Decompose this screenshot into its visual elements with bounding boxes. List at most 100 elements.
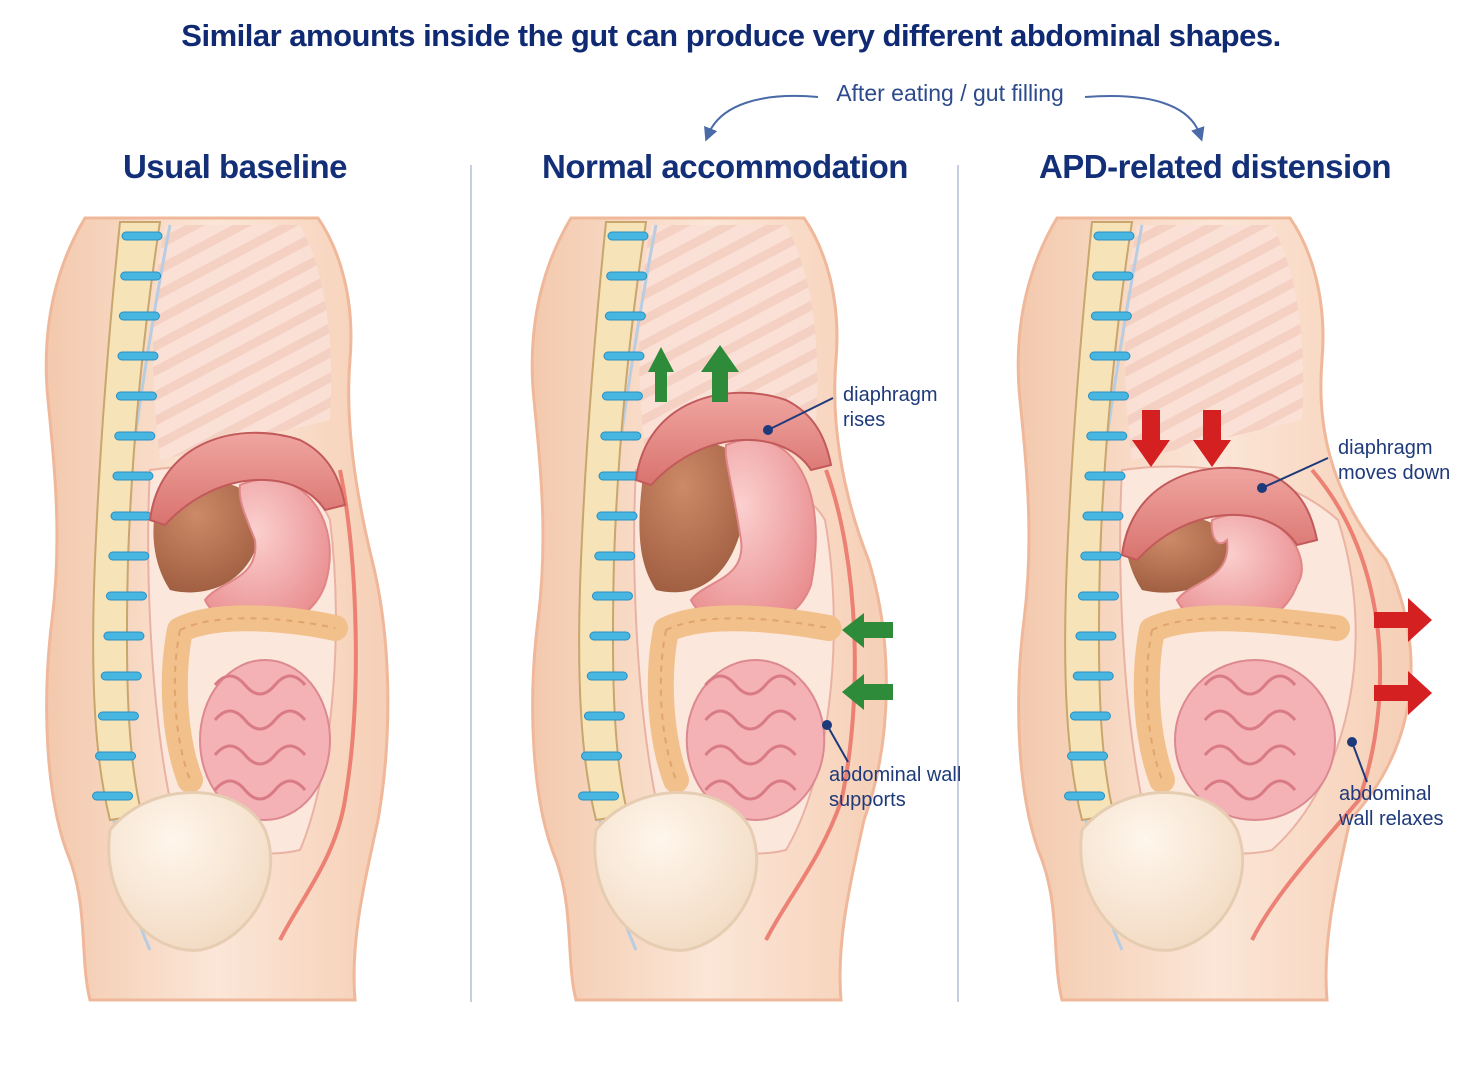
abdominal-wall bbox=[278, 469, 358, 941]
bowel-loop bbox=[704, 744, 797, 766]
intervertebral-disc bbox=[1086, 431, 1128, 441]
pelvic-bone bbox=[1079, 791, 1245, 952]
callout-dot bbox=[822, 720, 832, 730]
torso-normal bbox=[530, 216, 888, 1002]
intervertebral-disc bbox=[601, 391, 643, 401]
diaphragm bbox=[634, 391, 833, 487]
intervertebral-disc bbox=[1069, 711, 1111, 721]
intervertebral-disc bbox=[1064, 791, 1106, 801]
intervertebral-disc bbox=[1087, 391, 1129, 401]
bowel-loop bbox=[213, 744, 307, 766]
intervertebral-disc bbox=[604, 311, 646, 321]
intervertebral-disc bbox=[591, 591, 633, 601]
panel-title-apd: APD-related distension bbox=[1038, 148, 1392, 185]
intervertebral-disc bbox=[114, 431, 156, 441]
green-up-arrow bbox=[648, 347, 674, 402]
red-right-arrow bbox=[1374, 598, 1432, 642]
bowel-loop bbox=[704, 779, 797, 801]
intervertebral-disc bbox=[1084, 471, 1126, 481]
intervertebral-disc bbox=[118, 311, 160, 321]
intervertebral-disc bbox=[1080, 551, 1122, 561]
intervertebral-disc bbox=[1067, 751, 1109, 761]
colon-haustra bbox=[659, 617, 829, 781]
intervertebral-disc bbox=[1089, 351, 1131, 361]
intervertebral-disc bbox=[603, 351, 645, 361]
abdominal-wall bbox=[1250, 468, 1383, 941]
intervertebral-disc bbox=[105, 591, 147, 601]
pelvic-bone bbox=[593, 791, 759, 952]
diaphragm-up-arrows bbox=[648, 345, 739, 402]
callout-wall-relaxes: abdominal wall relaxes bbox=[1339, 783, 1444, 830]
rib-cage bbox=[153, 225, 332, 460]
intervertebral-disc bbox=[581, 751, 623, 761]
bowel-loop bbox=[213, 709, 307, 731]
intervertebral-disc bbox=[606, 271, 648, 281]
diaphragm bbox=[148, 431, 347, 527]
intervertebral-disc bbox=[97, 711, 139, 721]
green-left-arrow bbox=[842, 613, 893, 648]
transition-label: After eating / gut filling bbox=[836, 80, 1064, 106]
intervertebral-disc bbox=[583, 711, 625, 721]
bowel-loop bbox=[1203, 674, 1297, 696]
red-down-arrow bbox=[1193, 410, 1231, 467]
green-up-arrow bbox=[701, 345, 739, 402]
intervertebral-disc bbox=[1072, 671, 1114, 681]
main-title: Similar amounts inside the gut can produ… bbox=[181, 18, 1281, 53]
intervertebral-disc bbox=[92, 791, 134, 801]
bowel-loop bbox=[704, 674, 797, 696]
small-intestine bbox=[1174, 659, 1336, 821]
intervertebral-disc bbox=[578, 791, 620, 801]
intervertebral-disc bbox=[594, 551, 636, 561]
callout-dot bbox=[1257, 483, 1267, 493]
intervertebral-disc bbox=[589, 631, 631, 641]
intervertebral-disc bbox=[1090, 311, 1132, 321]
intervertebral-disc bbox=[120, 271, 162, 281]
red-right-arrow bbox=[1374, 671, 1432, 715]
wall-outward-arrows bbox=[1374, 598, 1432, 715]
red-down-arrow bbox=[1132, 410, 1170, 467]
intervertebral-disc bbox=[1075, 631, 1117, 641]
transition-arrow-right bbox=[1084, 94, 1205, 142]
intervertebral-disc bbox=[598, 471, 640, 481]
intervertebral-disc bbox=[586, 671, 628, 681]
pelvic-bone bbox=[107, 791, 273, 952]
intervertebral-disc bbox=[115, 391, 157, 401]
intervertebral-disc bbox=[1092, 271, 1134, 281]
bowel-loop bbox=[1203, 744, 1297, 766]
intervertebral-disc bbox=[1082, 511, 1124, 521]
callout-dot bbox=[1347, 737, 1357, 747]
bowel-loop bbox=[1203, 779, 1297, 801]
rib-cage bbox=[1125, 225, 1304, 460]
intervertebral-disc bbox=[596, 511, 638, 521]
callout-diaphragm-rises: diaphragm rises bbox=[843, 384, 938, 431]
torso-apd bbox=[1016, 216, 1413, 1002]
diaphragm bbox=[1120, 466, 1319, 562]
abdominal-wall bbox=[764, 469, 857, 941]
bowel-loop bbox=[704, 709, 797, 731]
intervertebral-disc bbox=[1093, 231, 1135, 241]
colon-haustra bbox=[173, 617, 336, 781]
callout-diaphragm-moves-down: diaphragm moves down bbox=[1338, 437, 1451, 484]
wall-inward-arrows bbox=[842, 613, 893, 710]
callout-wall-supports: abdominal wall supports bbox=[829, 764, 962, 811]
panel-title-normal: Normal accommodation bbox=[542, 148, 908, 185]
bowel-loop bbox=[1203, 709, 1297, 731]
intervertebral-disc bbox=[108, 551, 150, 561]
intervertebral-disc bbox=[112, 471, 154, 481]
diaphragm-down-arrows bbox=[1132, 410, 1231, 467]
bowel-loop bbox=[213, 779, 307, 801]
intervertebral-disc bbox=[95, 751, 137, 761]
callout-dot bbox=[763, 425, 773, 435]
intervertebral-disc bbox=[607, 231, 649, 241]
panel-title-baseline: Usual baseline bbox=[122, 148, 348, 185]
intervertebral-disc bbox=[600, 431, 642, 441]
liver bbox=[639, 441, 748, 593]
transition-arrow-left bbox=[704, 94, 819, 142]
intervertebral-disc bbox=[117, 351, 159, 361]
intervertebral-disc bbox=[1077, 591, 1119, 601]
bowel-loop bbox=[213, 674, 307, 696]
intervertebral-disc bbox=[121, 231, 163, 241]
intervertebral-disc bbox=[103, 631, 145, 641]
